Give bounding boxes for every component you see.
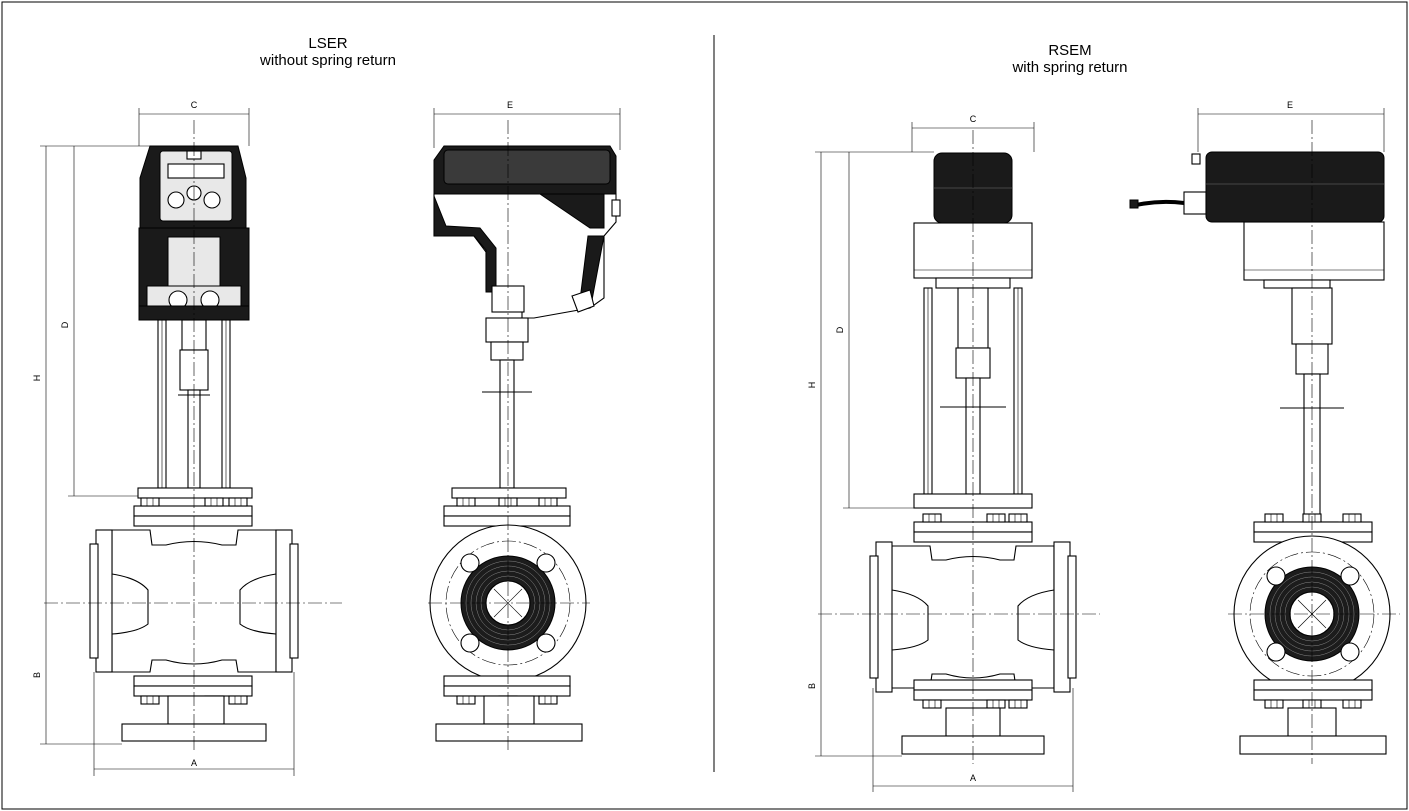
lser-dim-d: D <box>60 321 70 328</box>
rsem-side-cover <box>1205 151 1385 223</box>
rsem-dim-a: A <box>970 773 976 783</box>
rsem-title: RSEM <box>1048 42 1091 59</box>
lser-dim-h: H <box>32 375 42 382</box>
rsem-dim-d: D <box>835 326 845 333</box>
rsem-dim-e: E <box>1287 100 1293 110</box>
lser-dim-a: A <box>191 758 197 768</box>
rsem-subtitle: with spring return <box>1011 59 1127 76</box>
rsem-dim-h: H <box>807 382 817 389</box>
rsem-panel: RSEM with spring return C <box>807 42 1400 792</box>
lser-dim-e: E <box>507 100 513 110</box>
rsem-side-view: E <box>1129 100 1400 764</box>
lser-front-view: C <box>32 100 342 776</box>
lser-side-view: E <box>428 100 621 752</box>
lser-dim-c: C <box>191 100 198 110</box>
lser-panel: LSER without spring return C <box>32 35 621 776</box>
rsem-side-spring <box>1243 221 1385 281</box>
rsem-front-view: C <box>807 114 1100 792</box>
lser-subtitle: without spring return <box>259 52 396 69</box>
lser-dim-b: B <box>32 672 42 678</box>
lser-title: LSER <box>308 35 347 52</box>
rsem-dim-b: B <box>807 683 817 689</box>
rsem-dim-c: C <box>970 114 977 124</box>
